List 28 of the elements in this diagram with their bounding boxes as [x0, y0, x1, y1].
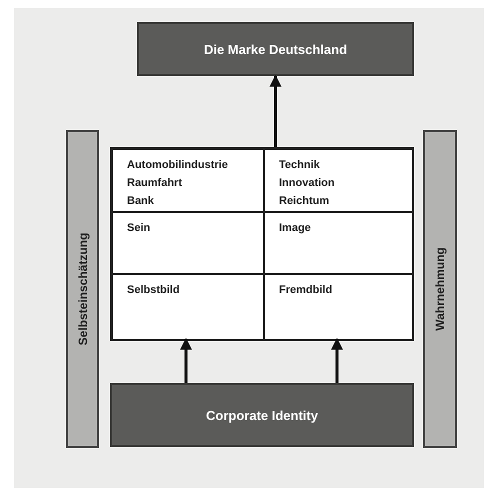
cell-text: Technik	[279, 158, 321, 173]
title-box	[137, 22, 414, 76]
cell-text: Bank	[127, 194, 155, 209]
cell-text: Raumfahrt	[127, 176, 184, 191]
box-label: Die Marke Deutschland	[204, 42, 348, 56]
bar-label: Selbsteinschätzung	[76, 232, 90, 346]
cell-text: Reichtum	[279, 194, 330, 209]
cell-text: Sein	[127, 221, 152, 236]
side-bar	[423, 130, 457, 448]
title-box	[110, 383, 414, 447]
bar-label: Wahrnehmung	[433, 247, 447, 331]
matrix-cell	[112, 274, 264, 341]
matrix-cell	[264, 149, 414, 212]
arrow	[270, 74, 282, 147]
cell-text: Selbstbild	[127, 283, 181, 298]
box-label: Corporate Identity	[206, 408, 318, 422]
cell-text: Automobilindustrie	[127, 158, 229, 173]
arrow	[180, 338, 192, 383]
arrow	[331, 338, 343, 383]
matrix-cell	[264, 212, 414, 274]
matrix-cell	[264, 274, 414, 341]
cell-text: Image	[279, 221, 312, 236]
matrix-cell	[112, 212, 264, 274]
cell-text: Fremdbild	[279, 283, 334, 298]
side-bar	[66, 130, 99, 448]
matrix-grid	[110, 147, 414, 341]
matrix-cell	[112, 149, 264, 212]
cell-text: Innovation	[279, 176, 336, 191]
